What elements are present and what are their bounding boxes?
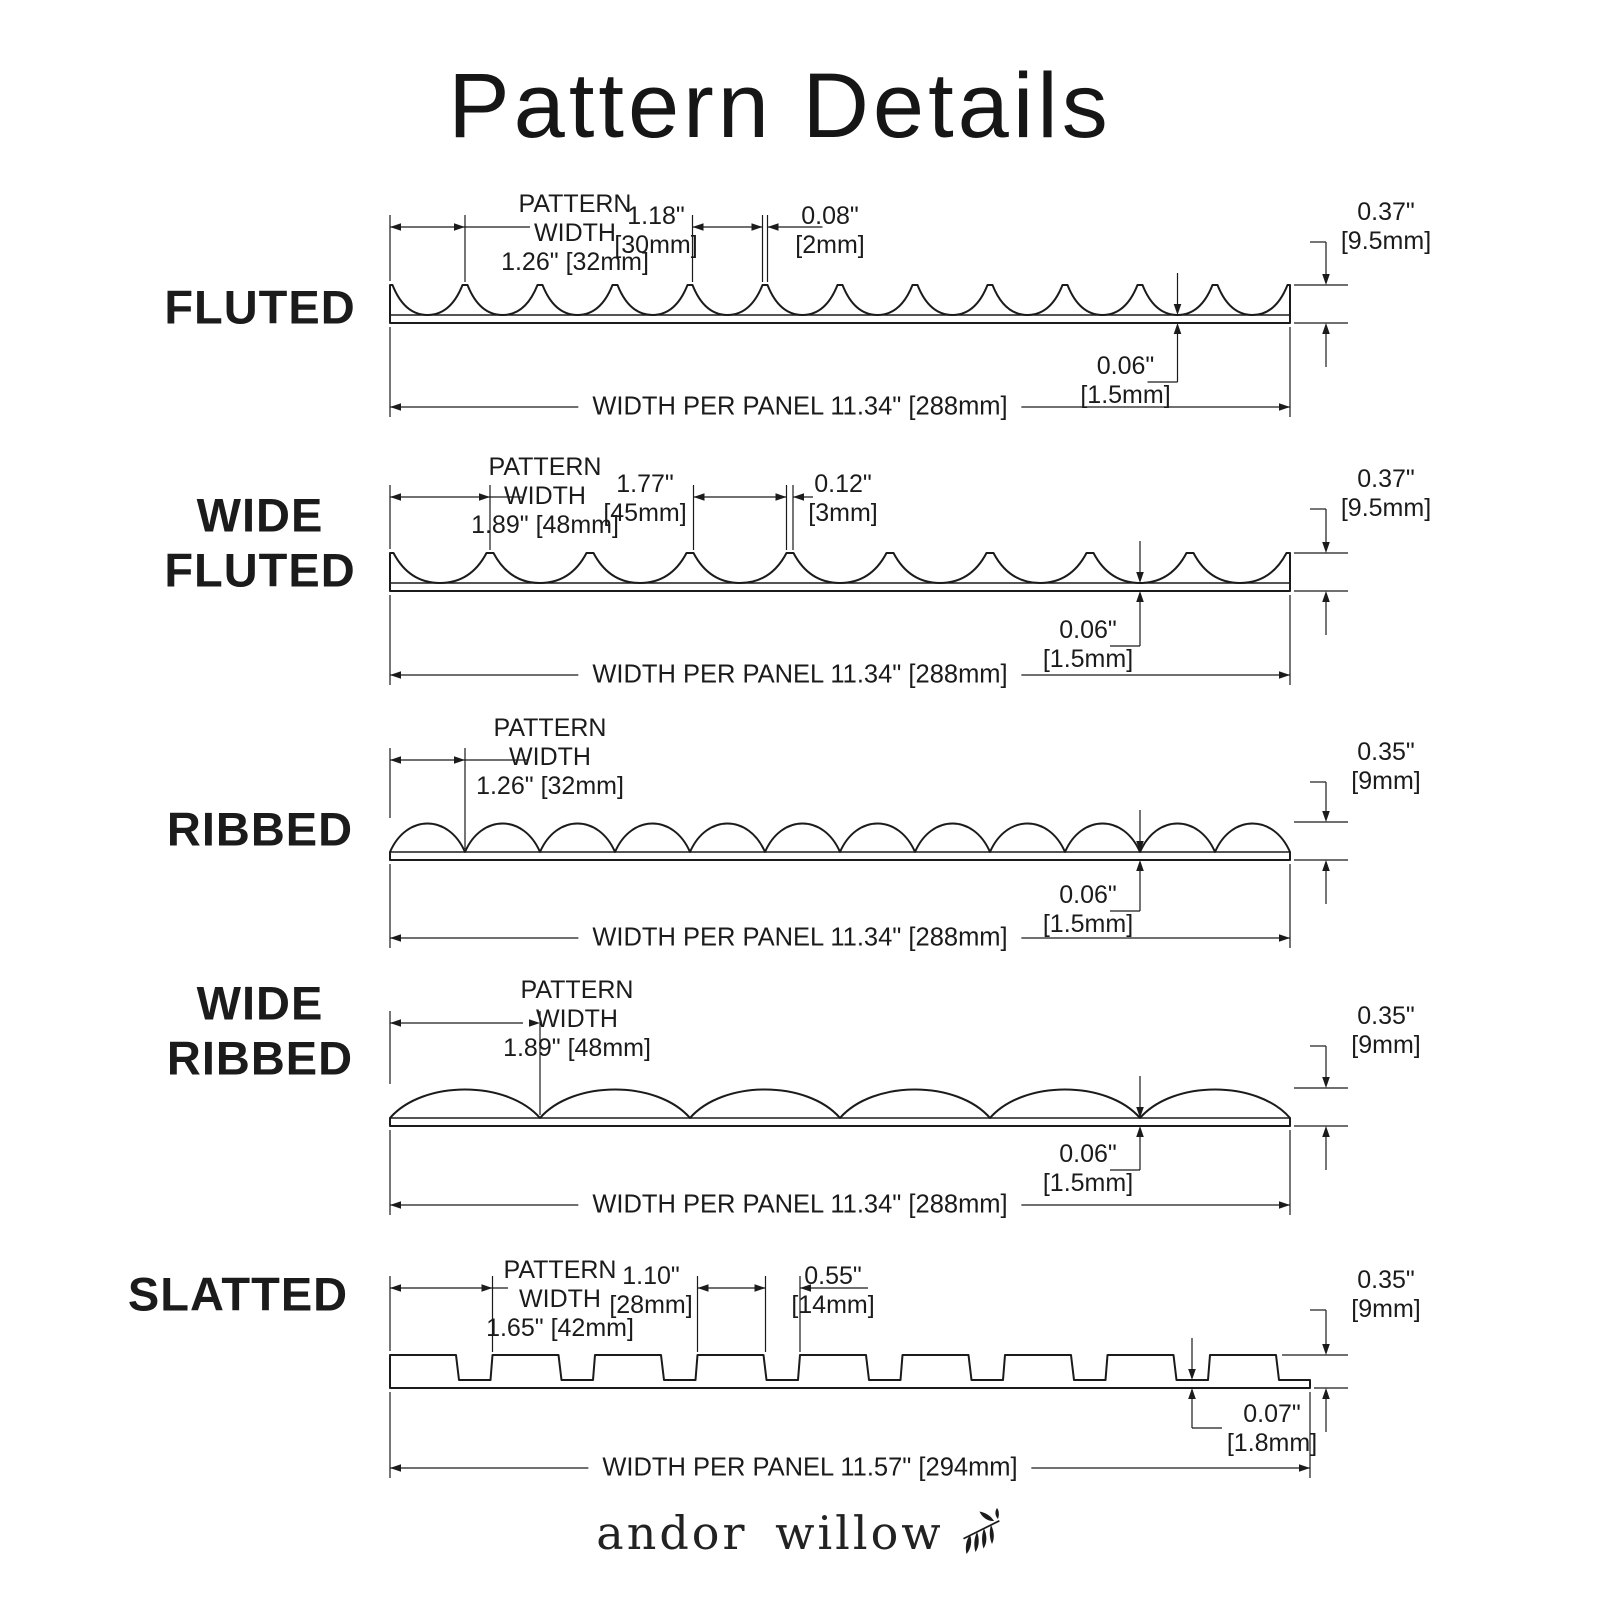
height-dim-ribbed: 0.35" [9mm] <box>1351 738 1421 795</box>
base-thickness-dim-slatted: 0.07" [1.8mm] <box>1226 1400 1318 1457</box>
height-dim-fluted: 0.37" [9.5mm] <box>1340 198 1432 255</box>
base-thickness-dim-wide-fluted: 0.06" [1.5mm] <box>1042 616 1134 673</box>
profile-fluted <box>389 284 1291 324</box>
height-dim-slatted: 0.35" [9mm] <box>1351 1266 1421 1323</box>
row-label-ribbed: RIBBED <box>166 802 354 856</box>
gap-width-dim-wide-fluted: 0.12" [3mm] <box>808 470 878 527</box>
row-label-wide-fluted: WIDE FLUTED <box>164 488 356 596</box>
brand-footer: andor willow <box>0 1506 1600 1560</box>
groove-width-dim-fluted: 1.18" [30mm] <box>614 202 698 259</box>
bamboo-leaf-icon <box>962 1508 1000 1554</box>
gap-width-dim-slatted: 0.55" [14mm] <box>791 1262 875 1319</box>
panel-width-dim-slatted: WIDTH PER PANEL 11.57" [294mm] <box>588 1453 1032 1483</box>
row-label-fluted: FLUTED <box>164 280 356 334</box>
panel-width-dim-ribbed: WIDTH PER PANEL 11.34" [288mm] <box>578 923 1022 953</box>
pattern-width-dim-wide-fluted: PATTERN WIDTH 1.89" [48mm] <box>471 453 619 539</box>
dimension-lines-slatted <box>389 1276 1348 1478</box>
page-title: Pattern Details <box>448 55 1112 157</box>
groove-width-dim-wide-fluted: 1.77" [45mm] <box>603 470 687 527</box>
panel-width-dim-fluted: WIDTH PER PANEL 11.34" [288mm] <box>578 392 1022 422</box>
brand-name: andor willow <box>596 1506 944 1560</box>
panel-width-dim-wide-ribbed: WIDTH PER PANEL 11.34" [288mm] <box>578 1190 1022 1220</box>
row-label-wide-ribbed: WIDE RIBBED <box>166 976 354 1084</box>
panel-width-dim-wide-fluted: WIDTH PER PANEL 11.34" [288mm] <box>578 660 1022 690</box>
profile-wide-fluted <box>389 552 1291 592</box>
profile-wide-ribbed <box>389 1088 1291 1127</box>
gap-width-dim-fluted: 0.08" [2mm] <box>795 202 865 259</box>
profile-slatted <box>389 1354 1311 1389</box>
pattern-width-dim-ribbed: PATTERN WIDTH 1.26" [32mm] <box>476 714 624 800</box>
profile-ribbed <box>389 822 1291 861</box>
base-thickness-dim-wide-ribbed: 0.06" [1.5mm] <box>1042 1140 1134 1197</box>
pattern-width-dim-fluted: PATTERN WIDTH 1.26" [32mm] <box>501 190 649 276</box>
row-label-slatted: SLATTED <box>127 1267 349 1321</box>
groove-width-dim-slatted: 1.10" [28mm] <box>609 1262 693 1319</box>
base-thickness-dim-ribbed: 0.06" [1.5mm] <box>1042 881 1134 938</box>
pattern-width-dim-slatted: PATTERN WIDTH 1.65" [42mm] <box>486 1256 634 1342</box>
height-dim-wide-ribbed: 0.35" [9mm] <box>1351 1002 1421 1059</box>
pattern-width-dim-wide-ribbed: PATTERN WIDTH 1.89" [48mm] <box>503 976 651 1062</box>
height-dim-wide-fluted: 0.37" [9.5mm] <box>1340 465 1432 522</box>
base-thickness-dim-fluted: 0.06" [1.5mm] <box>1080 352 1171 409</box>
